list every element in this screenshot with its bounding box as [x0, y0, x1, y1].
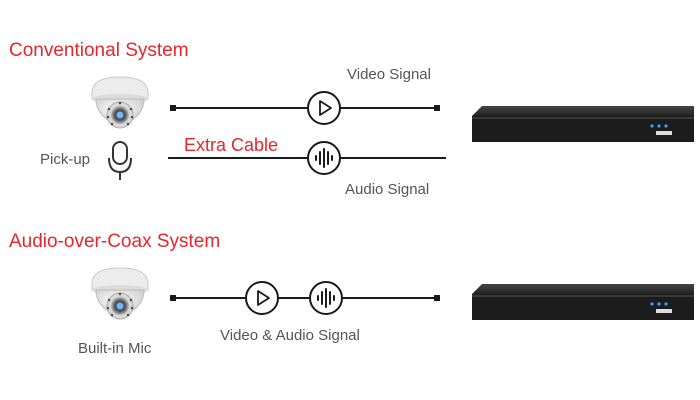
extra-cable-label: Extra Cable [184, 135, 279, 155]
nvr-recorder-icon [472, 106, 694, 142]
audio-wave-icon [309, 281, 343, 315]
play-icon [307, 91, 341, 125]
audio-wave-icon [307, 141, 341, 175]
play-icon [245, 281, 279, 315]
builtin-mic-label: Built-in Mic [78, 340, 152, 357]
dome-camera-icon [91, 267, 149, 320]
nvr-recorder-icon [472, 284, 694, 320]
microphone-icon [108, 141, 132, 180]
coax-cable [170, 295, 440, 301]
video-audio-signal-label: Video & Audio Signal [220, 327, 360, 344]
coax-system-title: Audio-over-Coax System [9, 231, 221, 252]
audio-signal-label: Audio Signal [345, 181, 430, 198]
dome-camera-icon [91, 76, 149, 129]
video-signal-cable [170, 105, 440, 111]
pickup-label: Pick-up [40, 151, 91, 168]
video-signal-label: Video Signal [347, 66, 431, 83]
conventional-system-title: Conventional System [9, 40, 189, 61]
